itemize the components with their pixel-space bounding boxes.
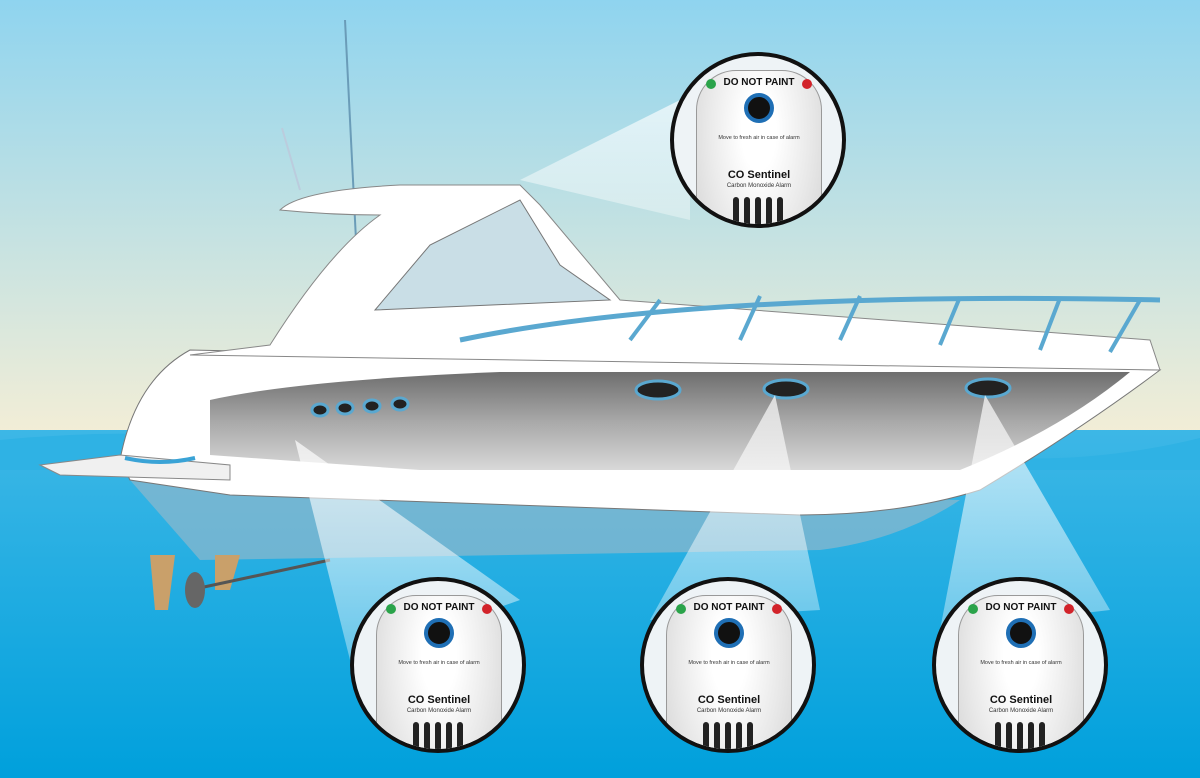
product-label: Carbon Monoxide Alarm (696, 708, 762, 714)
light-beam (520, 95, 690, 220)
brand-label: CO Sentinel (727, 169, 791, 181)
alarm-message: Move to fresh air in case of alarm (688, 660, 770, 666)
sensor-icon (744, 93, 774, 123)
brand-label: CO Sentinel (989, 694, 1053, 706)
co-alarm-device: DO NOT PAINT Move to fresh air in case o… (376, 595, 502, 749)
co-alarm-callout-mid-cabin: DO NOT PAINT Move to fresh air in case o… (640, 577, 816, 753)
power-led-icon (386, 604, 396, 614)
brand-label: CO Sentinel (407, 694, 471, 706)
alarm-led-icon (802, 79, 812, 89)
product-label: Carbon Monoxide Alarm (988, 708, 1054, 714)
sensor-icon (1006, 618, 1036, 648)
power-led-icon (676, 604, 686, 614)
power-led-icon (706, 79, 716, 89)
product-label: Carbon Monoxide Alarm (726, 183, 792, 189)
alarm-message: Move to fresh air in case of alarm (980, 660, 1062, 666)
alarm-message: Move to fresh air in case of alarm (398, 660, 480, 666)
co-alarm-callout-forward-cabin: DO NOT PAINT Move to fresh air in case o… (932, 577, 1108, 753)
warning-label: DO NOT PAINT (985, 602, 1057, 613)
vent-slots-icon (995, 722, 1045, 749)
light-beam (940, 395, 1110, 630)
alarm-led-icon (482, 604, 492, 614)
sensor-icon (714, 618, 744, 648)
light-beam (650, 395, 820, 620)
warning-label: DO NOT PAINT (693, 602, 765, 613)
product-label: Carbon Monoxide Alarm (406, 708, 472, 714)
co-alarm-device: DO NOT PAINT Move to fresh air in case o… (666, 595, 792, 749)
vent-slots-icon (413, 722, 463, 749)
sensor-icon (424, 618, 454, 648)
power-led-icon (968, 604, 978, 614)
co-alarm-callout-aft-cabin: DO NOT PAINT Move to fresh air in case o… (350, 577, 526, 753)
co-alarm-device: DO NOT PAINT Move to fresh air in case o… (696, 70, 822, 224)
brand-label: CO Sentinel (697, 694, 761, 706)
vent-slots-icon (703, 722, 753, 749)
warning-label: DO NOT PAINT (723, 77, 795, 88)
co-alarm-callout-hardtop: DO NOT PAINT Move to fresh air in case o… (670, 52, 846, 228)
alarm-led-icon (1064, 604, 1074, 614)
alarm-led-icon (772, 604, 782, 614)
alarm-message: Move to fresh air in case of alarm (718, 135, 800, 141)
vent-slots-icon (733, 197, 783, 224)
co-alarm-device: DO NOT PAINT Move to fresh air in case o… (958, 595, 1084, 749)
warning-label: DO NOT PAINT (403, 602, 475, 613)
